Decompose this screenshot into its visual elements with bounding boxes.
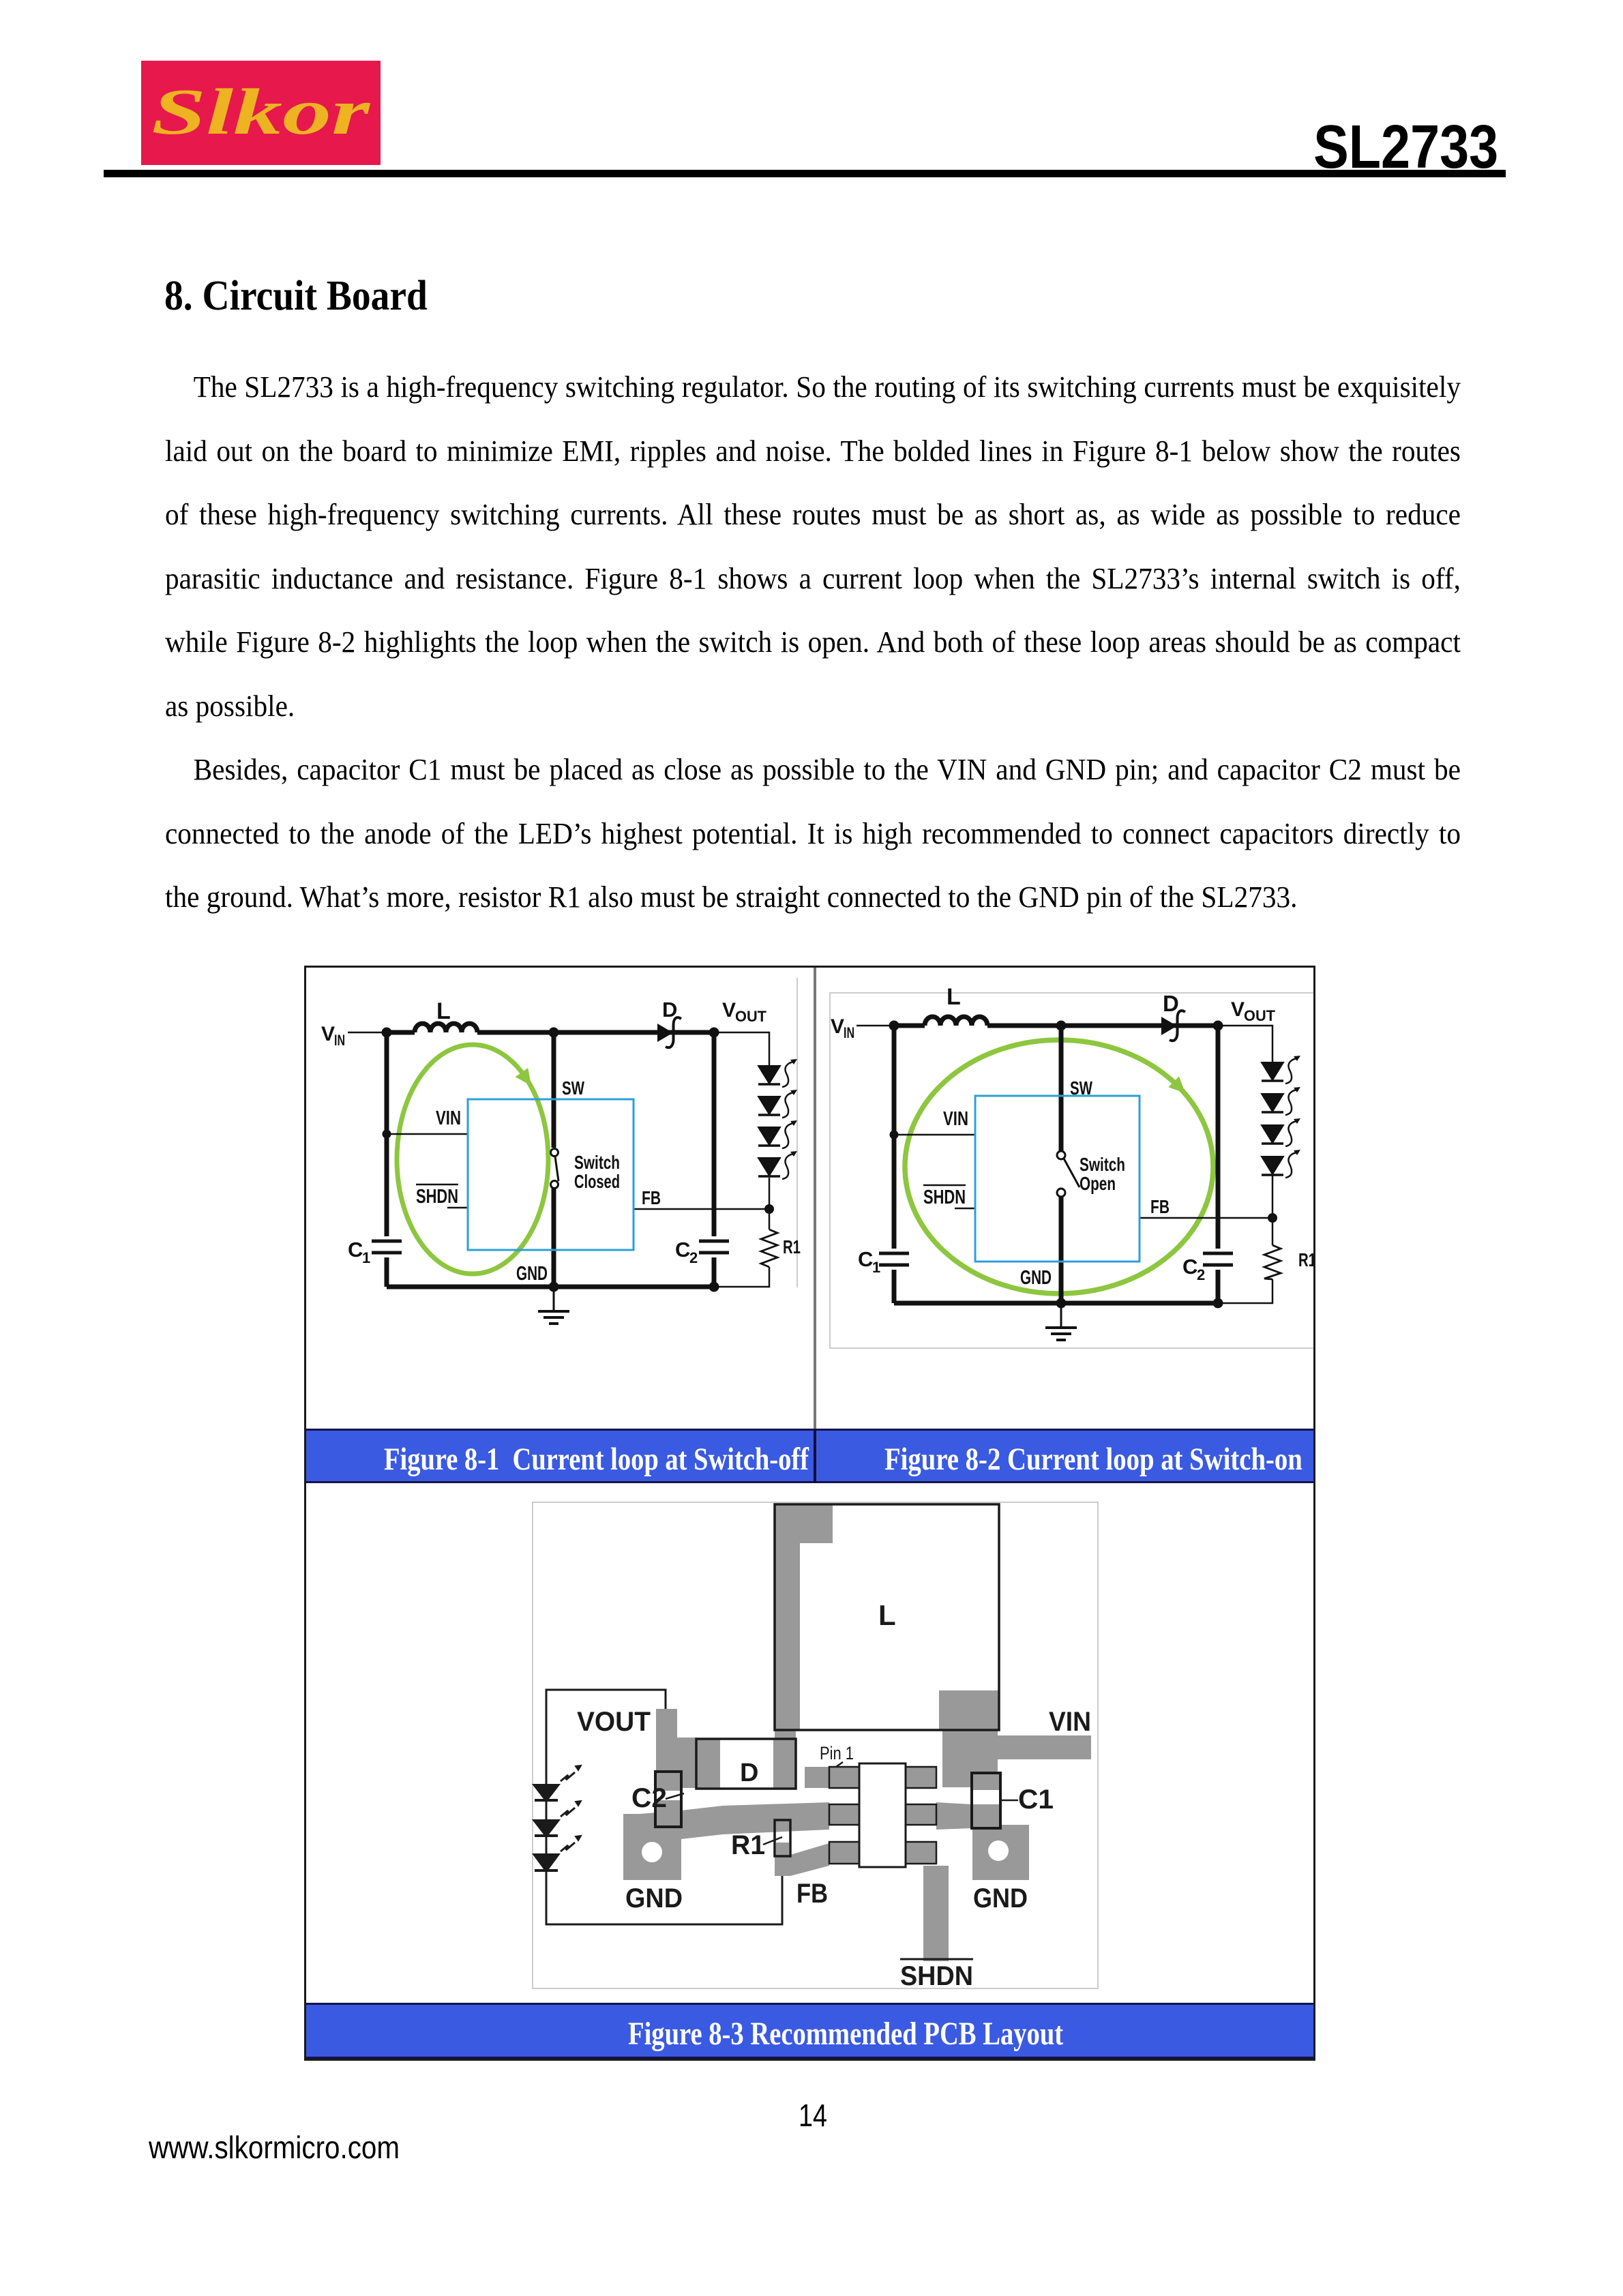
svg-text:GND: GND <box>625 1883 683 1913</box>
svg-text:GND: GND <box>516 1263 548 1285</box>
svg-text:C: C <box>348 1238 363 1262</box>
svg-text:SHDN: SHDN <box>900 1961 973 1989</box>
svg-text:OUT: OUT <box>1244 1007 1276 1024</box>
svg-text:V: V <box>831 1015 844 1038</box>
svg-text:1: 1 <box>362 1249 370 1266</box>
svg-text:L: L <box>947 984 961 1010</box>
svg-text:L: L <box>436 998 451 1024</box>
svg-text:C: C <box>858 1247 873 1271</box>
svg-text:L: L <box>878 1599 896 1631</box>
svg-text:C2: C2 <box>631 1783 667 1813</box>
svg-text:Closed: Closed <box>574 1171 620 1192</box>
svg-text:VOUT: VOUT <box>577 1707 651 1737</box>
svg-text:D: D <box>740 1759 758 1787</box>
svg-text:Open: Open <box>1079 1173 1116 1194</box>
svg-text:V: V <box>722 999 736 1022</box>
svg-text:VIN: VIN <box>436 1107 461 1129</box>
svg-text:FB: FB <box>796 1879 828 1909</box>
svg-text:IN: IN <box>844 1024 854 1041</box>
svg-text:C1: C1 <box>1018 1785 1054 1815</box>
svg-text:SW: SW <box>1070 1077 1092 1099</box>
svg-text:SHDN: SHDN <box>923 1187 966 1208</box>
svg-text:GND: GND <box>973 1883 1028 1913</box>
svg-text:IN: IN <box>334 1032 345 1049</box>
svg-text:Pin 1: Pin 1 <box>820 1743 854 1763</box>
svg-text:VIN: VIN <box>943 1108 968 1130</box>
svg-text:VIN: VIN <box>1049 1707 1091 1737</box>
svg-text:R1: R1 <box>731 1830 765 1860</box>
svg-text:OUT: OUT <box>735 1008 767 1025</box>
svg-text:Switch: Switch <box>1079 1154 1125 1175</box>
svg-text:C: C <box>675 1238 690 1262</box>
svg-text:SW: SW <box>562 1077 584 1099</box>
svg-text:2: 2 <box>689 1249 698 1266</box>
svg-text:V: V <box>1231 998 1245 1021</box>
svg-text:C: C <box>1182 1255 1197 1279</box>
svg-text:V: V <box>321 1023 335 1045</box>
svg-text:Switch: Switch <box>574 1152 620 1173</box>
svg-text:D: D <box>1163 991 1179 1016</box>
svg-text:R1: R1 <box>783 1236 801 1257</box>
svg-text:FB: FB <box>642 1187 661 1208</box>
svg-text:D: D <box>662 998 677 1022</box>
svg-text:SHDN: SHDN <box>416 1186 458 1208</box>
svg-text:FB: FB <box>1150 1196 1170 1217</box>
svg-text:2: 2 <box>1197 1266 1205 1283</box>
svg-text:1: 1 <box>872 1259 880 1276</box>
svg-text:GND: GND <box>1020 1267 1052 1289</box>
svg-text:R1: R1 <box>1298 1249 1313 1270</box>
